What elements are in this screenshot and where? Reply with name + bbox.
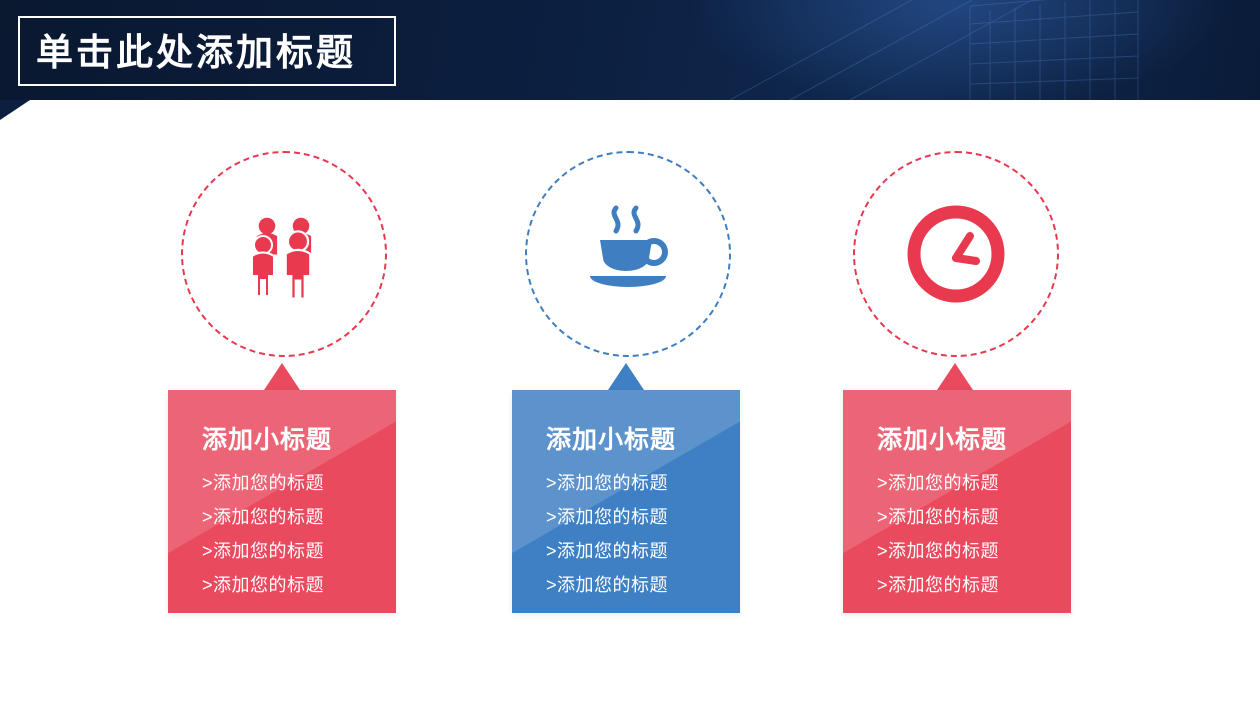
people-group-icon	[251, 217, 312, 300]
info-card-1: 添加小标题 >添加您的标题 >添加您的标题 >添加您的标题 >添加您的标题	[168, 390, 396, 613]
card-title: 添加小标题	[877, 426, 1008, 454]
card-item: >添加您的标题	[877, 541, 1000, 561]
title-frame	[18, 16, 396, 86]
card-content: 添加小标题 >添加您的标题 >添加您的标题 >添加您的标题 >添加您的标题	[168, 390, 396, 602]
icon-circle-2	[525, 151, 731, 357]
card-item: >添加您的标题	[877, 507, 1000, 527]
card-items: >添加您的标题 >添加您的标题 >添加您的标题 >添加您的标题	[202, 466, 382, 602]
card-item: >添加您的标题	[877, 473, 1000, 493]
slide-header: 单击此处添加标题	[0, 0, 1260, 100]
card-item: >添加您的标题	[202, 473, 325, 493]
clock-icon	[907, 205, 1005, 303]
card-item: >添加您的标题	[546, 507, 669, 527]
card-pointer-2	[608, 363, 644, 390]
coffee-cup-icon	[590, 205, 668, 287]
building-wireframe-graphic	[729, 0, 1139, 100]
card-content: 添加小标题 >添加您的标题 >添加您的标题 >添加您的标题 >添加您的标题	[843, 390, 1071, 602]
card-item: >添加您的标题	[202, 575, 325, 595]
card-item: >添加您的标题	[546, 541, 669, 561]
page-title: 单击此处添加标题	[36, 32, 356, 73]
card-item: >添加您的标题	[877, 575, 1000, 595]
icon-circle-1	[181, 151, 387, 357]
icon-circle-3	[853, 151, 1059, 357]
card-pointer-3	[937, 363, 973, 390]
card-item: >添加您的标题	[546, 473, 669, 493]
info-card-2: 添加小标题 >添加您的标题 >添加您的标题 >添加您的标题 >添加您的标题	[512, 390, 740, 613]
card-item: >添加您的标题	[202, 541, 325, 561]
card-items: >添加您的标题 >添加您的标题 >添加您的标题 >添加您的标题	[546, 466, 726, 602]
card-pointer-1	[264, 363, 300, 390]
card-content: 添加小标题 >添加您的标题 >添加您的标题 >添加您的标题 >添加您的标题	[512, 390, 740, 602]
card-item: >添加您的标题	[546, 575, 669, 595]
info-card-3: 添加小标题 >添加您的标题 >添加您的标题 >添加您的标题 >添加您的标题	[843, 390, 1071, 613]
header-corner-accent	[0, 100, 30, 120]
card-items: >添加您的标题 >添加您的标题 >添加您的标题 >添加您的标题	[877, 466, 1057, 602]
card-title: 添加小标题	[546, 426, 677, 454]
card-item: >添加您的标题	[202, 507, 325, 527]
card-title: 添加小标题	[202, 426, 333, 454]
